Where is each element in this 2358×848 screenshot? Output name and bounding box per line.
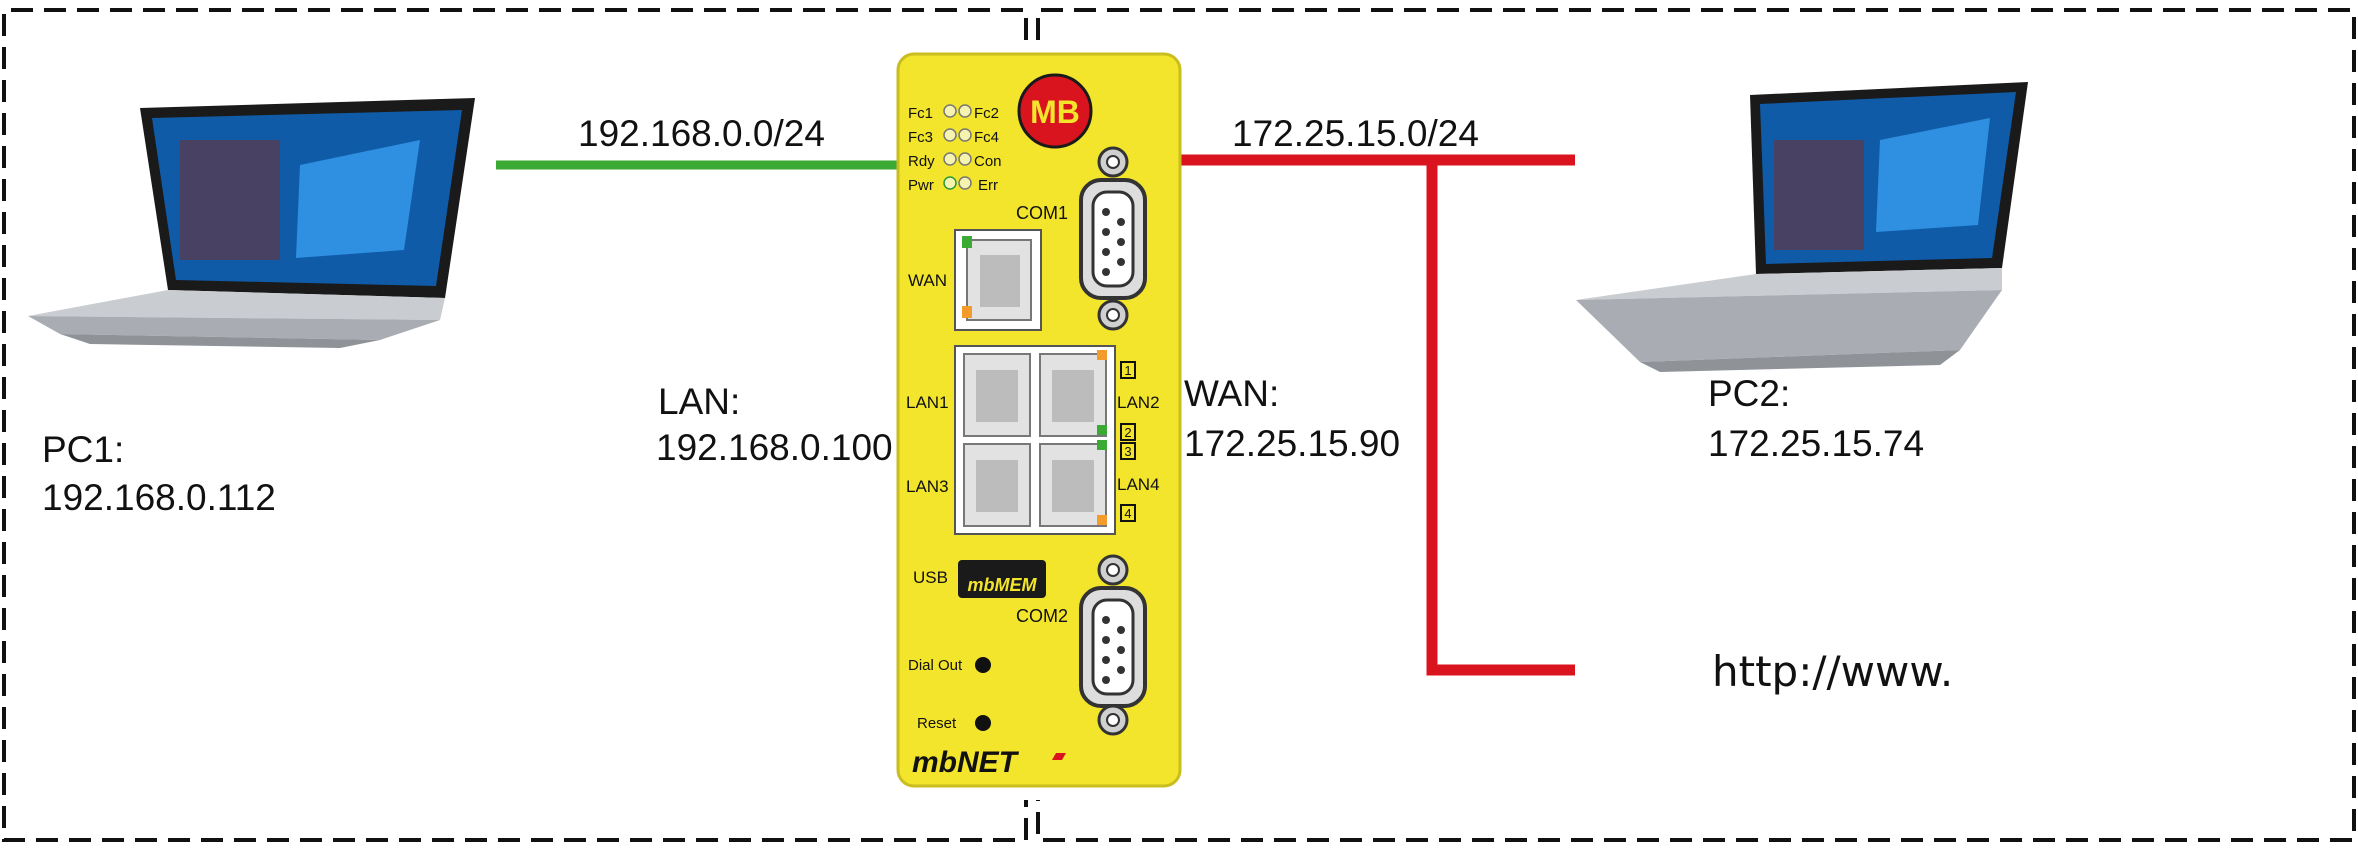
pc1-name: PC1: bbox=[42, 429, 125, 470]
pc2-name: PC2: bbox=[1708, 373, 1791, 414]
com1-port-icon bbox=[1079, 146, 1147, 331]
lan-ports-block bbox=[954, 345, 1116, 535]
network-boundary-left bbox=[2, 8, 1028, 842]
reset-label: Reset bbox=[917, 715, 957, 732]
led-con-label: Con bbox=[974, 153, 1002, 170]
wan-port-label: WAN bbox=[908, 271, 947, 290]
router-device bbox=[896, 52, 1182, 788]
led-rdy-label: Rdy bbox=[908, 153, 935, 170]
wan-subnet-label: 172.25.15.0/24 bbox=[1232, 113, 1479, 154]
port-number-2: 2 bbox=[1124, 425, 1131, 440]
internet-label: http://www. bbox=[1712, 647, 1954, 696]
router-lan-ip: 192.168.0.100 bbox=[656, 427, 893, 468]
lan1-label: LAN1 bbox=[906, 393, 949, 412]
com2-label: COM2 bbox=[1016, 606, 1068, 626]
wan-internet-link bbox=[1426, 160, 1575, 676]
pc2-laptop-icon bbox=[1576, 82, 2028, 372]
mb-logo-text: MB bbox=[1030, 94, 1080, 130]
dial-out-label: Dial Out bbox=[908, 657, 963, 674]
router-lan-label: LAN: bbox=[658, 381, 741, 422]
lan4-label: LAN4 bbox=[1117, 475, 1160, 494]
led-err-label: Err bbox=[978, 177, 998, 194]
led-fc4-label: Fc4 bbox=[974, 129, 999, 146]
com1-label: COM1 bbox=[1016, 203, 1068, 223]
wan-port-icon bbox=[954, 229, 1042, 331]
led-fc2-label: Fc2 bbox=[974, 105, 999, 122]
usb-stick-icon bbox=[958, 560, 1046, 598]
pc1-ip: 192.168.0.112 bbox=[42, 477, 276, 518]
brand-flag-icon bbox=[1052, 753, 1066, 760]
led-pwr-label: Pwr bbox=[908, 177, 934, 194]
port-number-1: 1 bbox=[1124, 363, 1131, 378]
mb-logo-icon bbox=[1017, 73, 1093, 149]
port-number-4: 4 bbox=[1124, 506, 1131, 521]
usb-stick-label: mbMEM bbox=[968, 575, 1038, 595]
status-led-icons bbox=[943, 104, 972, 190]
com2-port-icon bbox=[1079, 554, 1147, 736]
port-number-boxes bbox=[1120, 361, 1136, 522]
pc2-ip: 172.25.15.74 bbox=[1708, 423, 1925, 464]
router-wan-ip: 172.25.15.90 bbox=[1184, 423, 1401, 464]
lan2-label: LAN2 bbox=[1117, 393, 1160, 412]
dial-out-button-icon bbox=[975, 657, 991, 673]
router-wan-label: WAN: bbox=[1184, 373, 1280, 414]
led-fc3-label: Fc3 bbox=[908, 129, 933, 146]
pc1-laptop-icon bbox=[28, 98, 475, 348]
lan-subnet-label: 192.168.0.0/24 bbox=[578, 113, 825, 154]
usb-label: USB bbox=[913, 568, 948, 587]
network-boundary-right bbox=[1036, 8, 2356, 842]
brand-label: mbNET bbox=[912, 746, 1020, 779]
led-fc1-label: Fc1 bbox=[908, 105, 933, 122]
lan3-label: LAN3 bbox=[906, 477, 949, 496]
port-number-3: 3 bbox=[1124, 444, 1131, 459]
reset-button-icon bbox=[975, 715, 991, 731]
